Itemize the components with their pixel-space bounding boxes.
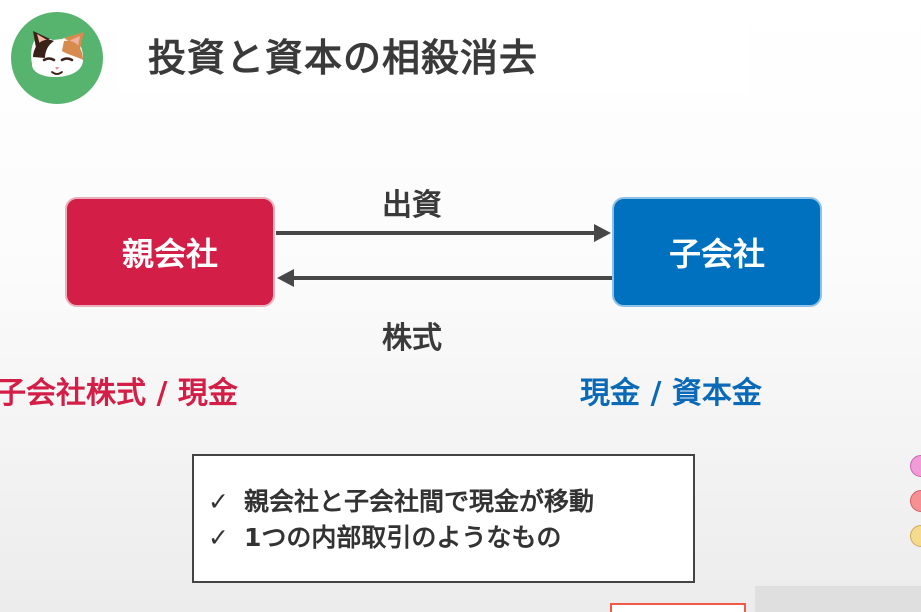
corner-tab: [610, 603, 746, 612]
note-item: ✓ 1つの内部取引のようなもの: [208, 520, 693, 556]
notes-box: ✓ 親会社と子会社間で現金が移動 ✓ 1つの内部取引のようなもの: [192, 454, 695, 583]
calico-cat-icon: [11, 12, 103, 104]
note-text: 1つの内部取引のようなもの: [244, 523, 562, 552]
subsidiary-journal-entry: 現金 / 資本金: [580, 376, 762, 411]
investment-label: 出資: [382, 188, 442, 223]
note-text: 親会社と子会社間で現金が移動: [244, 487, 595, 516]
investment-arrow: [276, 224, 611, 242]
parent-company-label: 親会社: [121, 235, 218, 273]
parent-company-box: 親会社: [65, 197, 275, 307]
parent-journal-entry: 子会社株式 / 現金: [0, 376, 238, 411]
subsidiary-company-box: 子会社: [612, 197, 822, 307]
page-title: 投資と資本の相殺消去: [148, 36, 539, 80]
subsidiary-company-label: 子会社: [668, 235, 765, 273]
corner-panel: [755, 586, 921, 612]
check-icon: ✓: [208, 523, 229, 552]
shares-label: 株式: [382, 321, 442, 356]
shares-arrow: [277, 269, 612, 287]
note-item: ✓ 親会社と子会社間で現金が移動: [208, 484, 693, 520]
check-icon: ✓: [208, 487, 229, 516]
title-band: [118, 18, 748, 94]
